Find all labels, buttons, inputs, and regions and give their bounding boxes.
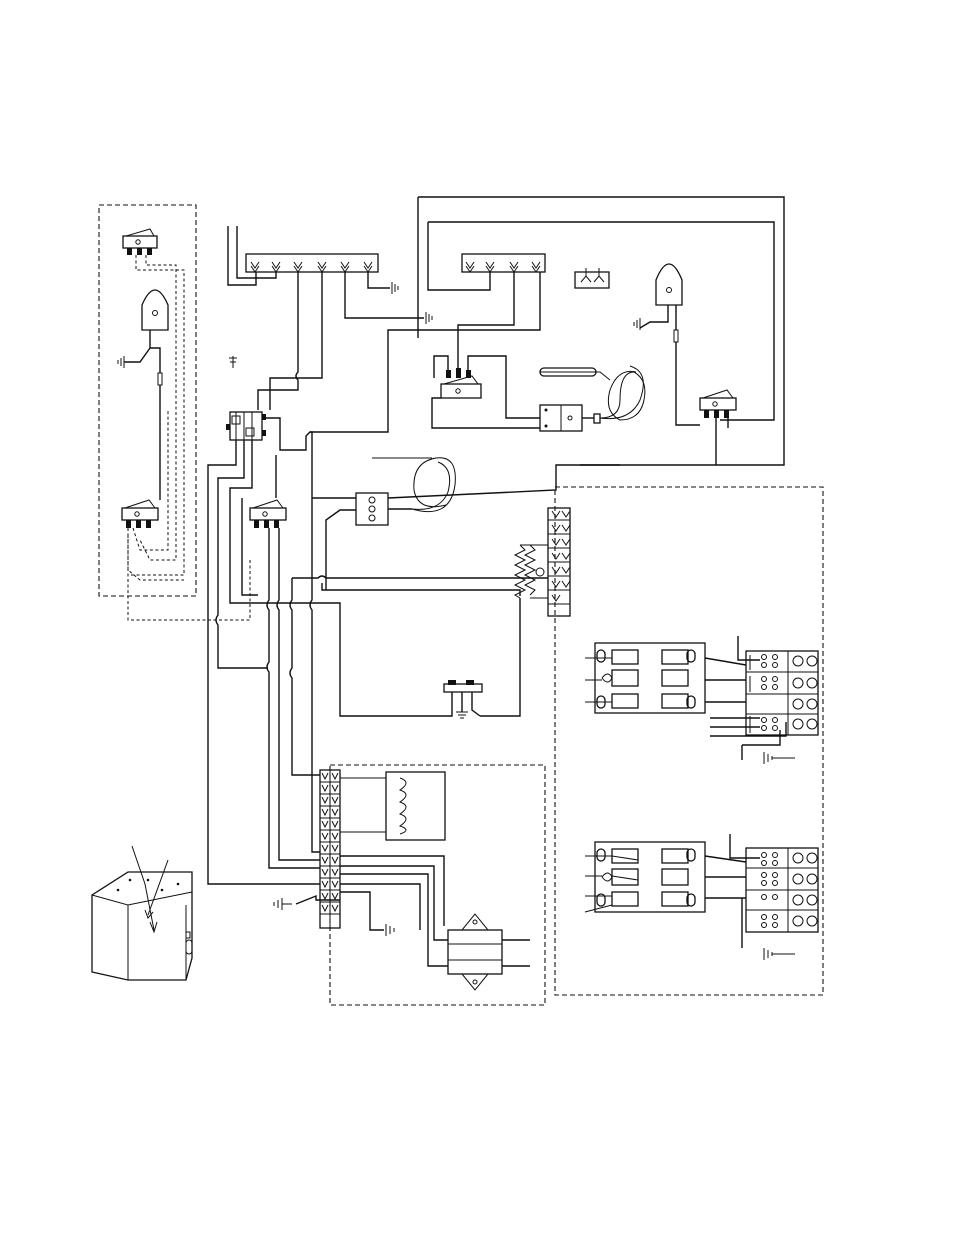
terminal-strip-top-left (246, 254, 378, 272)
contactor-lower (585, 842, 705, 912)
ground-icon (764, 948, 795, 960)
ground-icon (764, 752, 795, 764)
terminal-block-lower (746, 848, 818, 932)
ground-icon (229, 356, 237, 368)
thermostat-bulb-left (118, 290, 168, 500)
ground-terminal-center (440, 680, 482, 718)
motor-winding (340, 772, 445, 840)
terminal-block-upper (746, 651, 818, 735)
connector-small (575, 268, 609, 288)
ground-icon (274, 898, 292, 910)
ground-icon (392, 282, 398, 294)
transformer (448, 914, 530, 990)
relay-upper (441, 368, 481, 398)
rocker-switch-right (700, 390, 736, 418)
right-contactor-panel (555, 487, 823, 995)
heater-terminal-block (548, 508, 570, 616)
ground-icon (426, 312, 432, 324)
ground-icon (118, 356, 124, 368)
top-right-loop (418, 197, 784, 465)
rocker-switch-lower-left (122, 500, 158, 528)
terminal-strip-vertical (320, 770, 340, 928)
capillary-thermostat-middle (312, 458, 620, 525)
contactor-upper (585, 643, 705, 713)
ground-icon (634, 318, 640, 330)
rocker-switch-top (123, 229, 157, 255)
ground-icon (456, 712, 468, 718)
rocker-switch-center (250, 500, 286, 528)
relay-center (226, 412, 266, 440)
lower-control-panel (274, 765, 545, 1005)
cabinet-view (92, 846, 192, 980)
ground-icon (386, 924, 394, 936)
terminal-strip-top-center (462, 254, 545, 272)
capillary-thermostat-upper (540, 366, 645, 431)
